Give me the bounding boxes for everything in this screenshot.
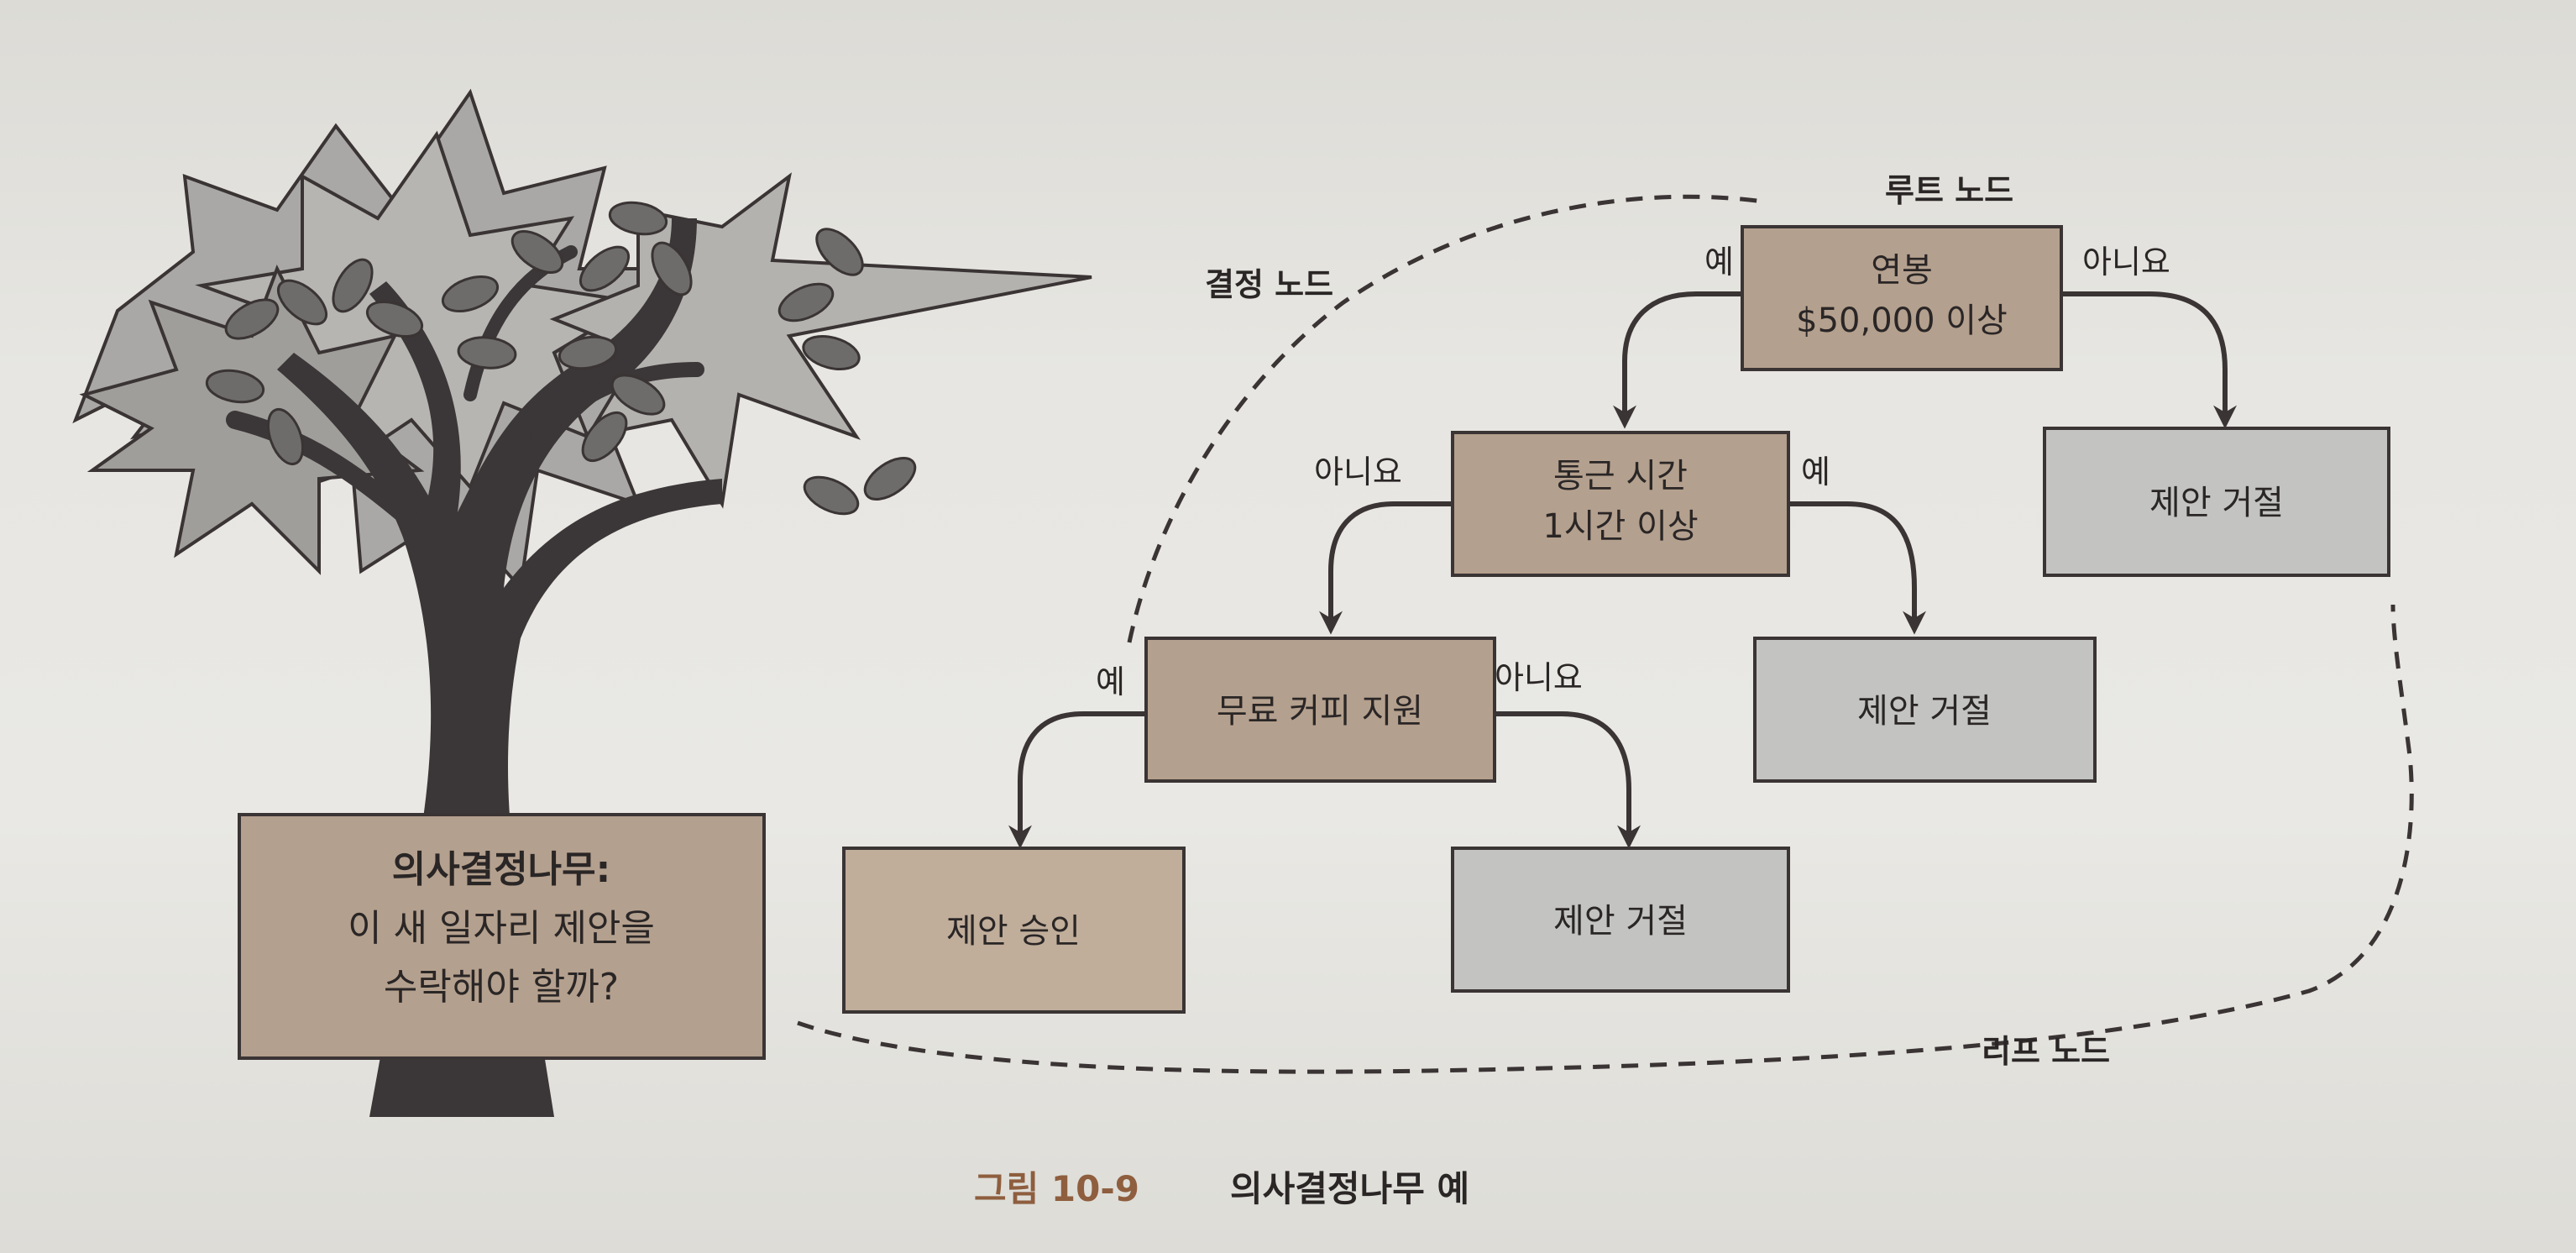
leaf-node-boundary-dashed	[797, 194, 2414, 1074]
edge-coffee-reject	[1495, 711, 1641, 849]
node-commute-line2: 1시간 이상	[1542, 507, 1698, 546]
edge-label-commute-no: 아니요	[1314, 453, 1402, 490]
edge-commute-coffee	[1319, 501, 1453, 635]
node-reject-salary: 제안 거절	[2043, 427, 2390, 577]
edge-label-coffee-yes: 예	[1096, 663, 1125, 700]
annotation-root-node: 루트 노드	[1885, 172, 2013, 209]
question-box-line1: 이 새 일자리 제안을	[348, 907, 655, 950]
edge-salary-commute	[1613, 291, 1742, 429]
annotation-leaf-node: 리프 노드	[1982, 1033, 2110, 1070]
node-accept: 제안 승인	[842, 847, 1186, 1014]
node-accept-label: 제안 승인	[946, 912, 1081, 951]
node-reject-commute: 제안 거절	[1753, 637, 2097, 783]
edge-label-salary-no: 아니요	[2082, 244, 2170, 280]
question-box: 의사결정나무: 이 새 일자리 제안을 수락해야 할까?	[238, 813, 766, 1060]
caption-text: 의사결정나무 예	[1230, 1168, 1469, 1209]
edge-label-salary-yes: 예	[1704, 244, 1734, 280]
edges	[1008, 291, 2237, 849]
edge-label-coffee-no: 아니요	[1495, 659, 1583, 696]
edge-label-commute-yes: 예	[1801, 453, 1830, 490]
node-salary-line2: $50,000 이상	[1796, 301, 2008, 340]
node-coffee: 무료 커피 지원	[1144, 637, 1496, 783]
edge-commute-reject	[1788, 501, 1926, 635]
node-commute: 통근 시간 1시간 이상	[1451, 431, 1790, 577]
figure-caption: 그림 10-9 의사결정나무 예	[974, 1168, 1469, 1209]
node-coffee-line1: 무료 커피 지원	[1217, 692, 1423, 731]
tree-leaves	[205, 201, 917, 516]
edge-coffee-accept	[1008, 711, 1146, 849]
question-box-title: 의사결정나무:	[392, 848, 610, 891]
annotation-decision-node: 결정 노드	[1205, 266, 1333, 303]
edge-salary-reject	[2061, 291, 2237, 429]
caption-label: 그림 10-9	[974, 1168, 1139, 1209]
node-salary-line1: 연봉	[1871, 251, 1933, 290]
tree-illustration	[72, 88, 1092, 1117]
node-reject-coffee-label: 제안 거절	[1553, 902, 1688, 941]
node-reject-salary-label: 제안 거절	[2149, 484, 2284, 522]
node-salary: 연봉 $50,000 이상	[1741, 225, 2063, 371]
node-reject-coffee: 제안 거절	[1451, 847, 1790, 993]
tree-branch-left	[226, 411, 421, 530]
tree-trunk	[277, 218, 722, 1117]
question-box-line2: 수락해야 할까?	[384, 966, 619, 1009]
node-reject-commute-label: 제안 거절	[1857, 692, 1992, 731]
node-commute-line1: 통근 시간	[1553, 457, 1688, 495]
